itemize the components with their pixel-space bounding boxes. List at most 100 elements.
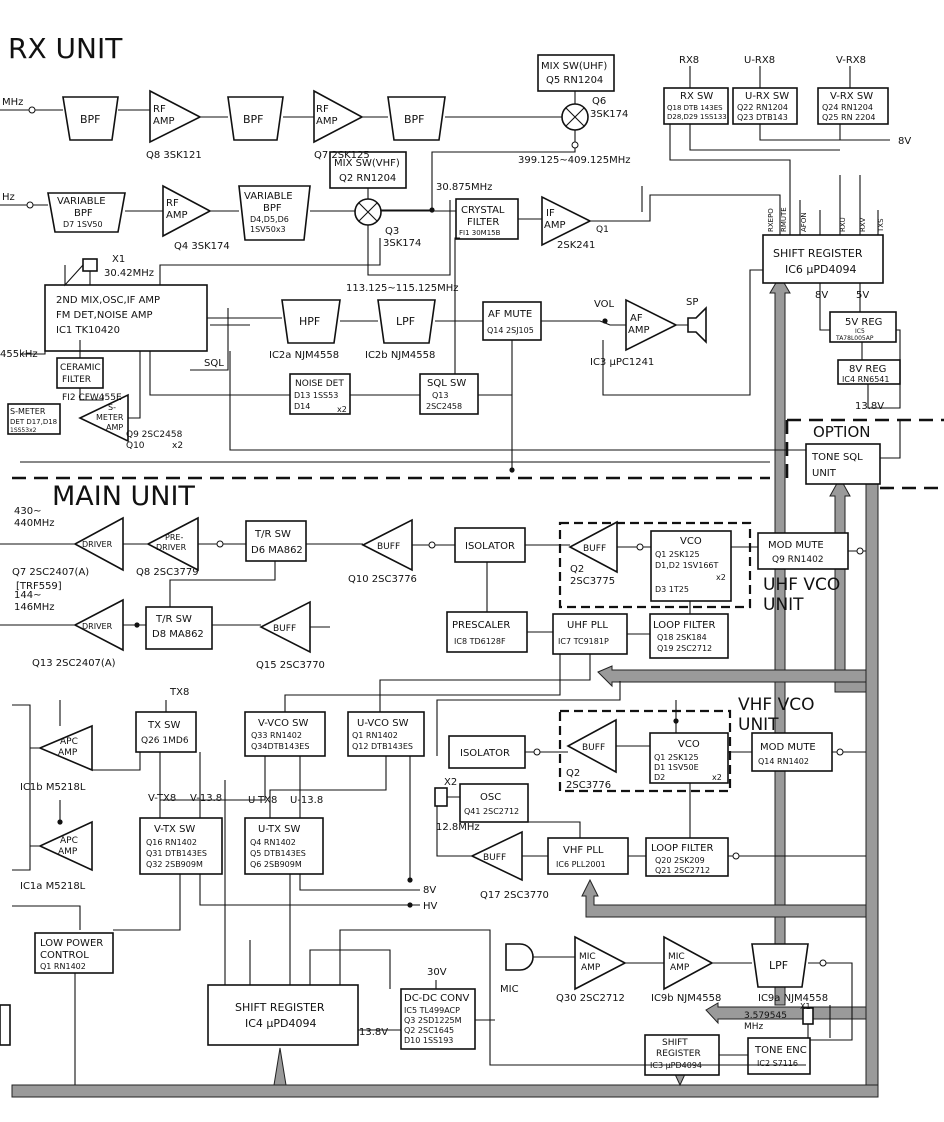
lpf-mic xyxy=(751,943,809,988)
loop-filter-vhf xyxy=(645,837,729,877)
sql-sw-label-2: Q13 xyxy=(432,391,448,400)
v-rx-sw-label: V-RX SW xyxy=(830,91,873,102)
af-amp-label-2: AMP xyxy=(628,325,650,336)
tx8-label: TX8 xyxy=(169,687,189,698)
v-rx8-label: V-RX8 xyxy=(836,55,866,66)
rx-sw-label-2: Q18 DTB 143ES xyxy=(667,104,723,112)
tx-sw-label: TX SW xyxy=(147,720,180,731)
rx-unit-heading: RX UNIT xyxy=(8,32,123,65)
rf-amp-q8-label-2: AMP xyxy=(153,116,175,127)
option-heading: OPTION xyxy=(813,423,870,441)
crystal-filter xyxy=(455,198,519,240)
buff-q17-label: BUFF xyxy=(483,853,506,863)
8v-reg-label-2: IC4 RN6541 xyxy=(842,375,889,384)
pre-driver-label: PRE- xyxy=(165,533,183,542)
main-unit-heading: MAIN UNIT xyxy=(52,481,195,512)
if-amp xyxy=(541,195,592,247)
v-vco-sw-label-2: Q33 RN1402 xyxy=(251,731,302,740)
rx-sw-label: RX SW xyxy=(680,91,713,102)
s-meter-amp-label-2: METER xyxy=(96,413,124,422)
q6-label-2: 3SK174 xyxy=(590,109,628,120)
pin-txs: TXS xyxy=(877,218,885,233)
variable-bpf-2-label-3: D4,D5,D6 xyxy=(250,215,289,224)
pin-afon: AFON xyxy=(800,212,808,232)
u-tx-sw-label-4: Q6 2SB909M xyxy=(250,860,302,869)
bpf-3-label: BPF xyxy=(404,113,425,126)
vhf-pll-label-2: IC6 PLL2001 xyxy=(556,860,606,869)
mic-amp-ic9b-label-2: AMP xyxy=(670,963,690,973)
if-q1-label-2: 2SK241 xyxy=(557,240,595,251)
shift-register-ic6 xyxy=(762,234,884,284)
vco-uhf-label-3: D1,D2 1SV166T xyxy=(655,561,718,570)
variable-bpf-1-label-2: BPF xyxy=(74,208,93,219)
apc-amp-ic1b xyxy=(37,724,93,772)
q2-uhf-label-2: 2SC3775 xyxy=(570,576,615,587)
vco-uhf-label: VCO xyxy=(680,536,702,547)
u-tx-sw-label: U-TX SW xyxy=(258,824,300,835)
mod-mute-vhf-label-2: Q14 RN1402 xyxy=(758,757,809,766)
vco-uhf-label-2: Q1 2SK125 xyxy=(655,550,700,559)
freq-430-label-2: 440MHz xyxy=(14,518,54,529)
ic9a-label: IC9a NJM4558 xyxy=(758,993,828,1004)
rf-amp-q7-label-2: AMP xyxy=(316,116,338,127)
tone-enc xyxy=(747,1037,811,1075)
bpf-3 xyxy=(387,96,446,141)
uhf-input-label: MHz xyxy=(2,97,23,108)
loop-filter-uhf-label: LOOP FILTER xyxy=(653,620,715,631)
af-mute-label-2: Q14 2SJ105 xyxy=(487,326,534,335)
rx8-label: RX8 xyxy=(679,55,699,66)
tx-sw-label-2: Q26 1MD6 xyxy=(141,736,189,746)
8v-reg xyxy=(837,359,901,385)
prescaler xyxy=(446,611,528,653)
v-vco-sw-label: V-VCO SW xyxy=(258,718,308,729)
8v-label-a: 8V xyxy=(898,136,911,147)
speaker xyxy=(687,306,707,344)
mod-mute-uhf xyxy=(757,532,849,570)
apc-amp-ic1b-label: APC xyxy=(60,737,78,747)
ceramic-filter xyxy=(56,357,104,389)
q7-driver-label: Q7 2SC2407(A) xyxy=(12,567,89,578)
junction-markers xyxy=(26,106,864,967)
tone-freq-label: 3.579545 xyxy=(744,1011,787,1021)
tone-enc-label-2: IC2 S7116 xyxy=(757,1059,798,1068)
uhf-vco-unit-label-2: UNIT xyxy=(763,595,804,615)
prescaler-label-2: IC8 TD6128F xyxy=(454,637,506,646)
dc-dc-label-4: Q2 2SC1645 xyxy=(404,1026,454,1035)
freq-144-label: 144~ xyxy=(14,590,41,601)
noise-det-label-2: D13 1SS53 xyxy=(294,391,338,400)
t-r-sw-d8-label: T/R SW xyxy=(155,614,192,625)
pre-driver-label-2: DRIVER xyxy=(156,543,187,552)
pin-rmute: RMUTE xyxy=(780,207,788,232)
u-rx-sw-label: U-RX SW xyxy=(745,91,789,102)
ceramic-filter-label: CERAMIC xyxy=(60,363,101,373)
t-r-sw-d6-label-2: D6 MA862 xyxy=(251,545,303,556)
hpf-label: HPF xyxy=(299,315,320,328)
q7-rf-label: Q7 2SK125 xyxy=(314,150,370,161)
lpf-label: LPF xyxy=(396,315,415,328)
shift-register-ic4-label: SHIFT REGISTER xyxy=(235,1001,325,1014)
prescaler-label: PRESCALER xyxy=(452,620,510,631)
q9-q10-label: Q9 2SC2458 xyxy=(126,430,183,440)
13-8v-label-a: 13.8V xyxy=(855,401,884,412)
u-tx-sw-label-2: Q4 RN1402 xyxy=(250,838,296,847)
mix-sw-uhf-label-2: Q5 RN1204 xyxy=(546,75,603,86)
rx-sw-label-3: D28,D29 1SS133 xyxy=(667,113,727,121)
vhf-vco-unit-label-2: UNIT xyxy=(738,715,779,735)
mix-sw-vhf-label: MIX SW(VHF) xyxy=(334,158,400,169)
vhf-pll-label: VHF PLL xyxy=(563,845,604,856)
shift-register-ic3-label-2: REGISTER xyxy=(656,1049,701,1059)
isolator-vhf xyxy=(448,735,526,769)
q6-label: Q6 xyxy=(592,96,606,107)
s-meter-amp-label-3: AMP xyxy=(106,423,123,432)
buff-q10-label: BUFF xyxy=(377,542,400,552)
main-unit xyxy=(0,516,849,1076)
labels: RX UNIT MAIN UNIT OPTION UHF VCO UNIT VH… xyxy=(0,32,911,1070)
t-r-sw-d8-label-2: D8 MA862 xyxy=(152,629,204,640)
sp-label: SP xyxy=(686,297,698,308)
dc-dc-label-2: IC5 TL499ACP xyxy=(404,1006,460,1015)
vco-vhf xyxy=(649,732,729,784)
v-tx-sw-label-2: Q16 RN1402 xyxy=(146,838,197,847)
mic-amp-q30-label: MIC xyxy=(579,952,596,962)
driver-q13-label: DRIVER xyxy=(82,622,113,631)
